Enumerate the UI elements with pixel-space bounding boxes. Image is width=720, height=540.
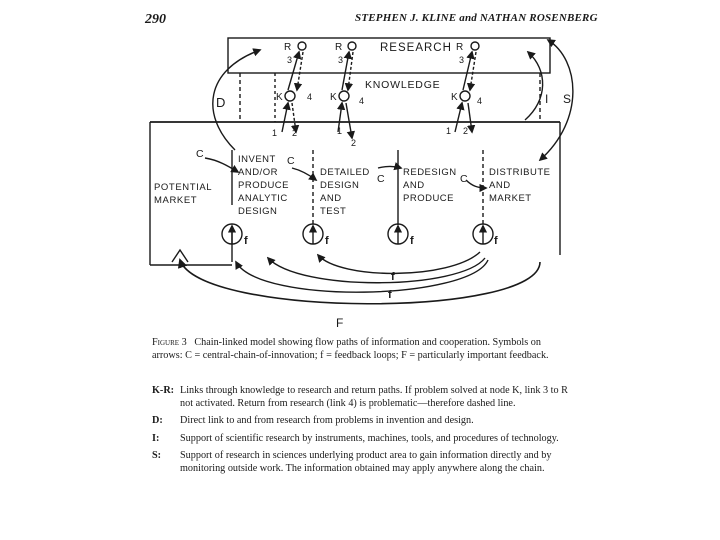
note-text: Links through knowledge to research and … xyxy=(180,385,568,409)
label-f-4: f xyxy=(494,235,498,247)
stage-3-line2: AND xyxy=(403,180,425,191)
label-f-6: f xyxy=(388,289,392,301)
knowledge-label: KNOWLEDGE xyxy=(365,79,440,91)
note-kr: K-R: Links through knowledge to research… xyxy=(152,385,572,410)
note-key: D: xyxy=(152,415,163,427)
svg-text:3: 3 xyxy=(287,55,292,65)
svg-text:1: 1 xyxy=(337,126,342,136)
note-text: Support of research in sciences underlyi… xyxy=(180,450,552,474)
svg-text:3: 3 xyxy=(459,55,464,65)
running-header-authors: STEPHEN J. KLINE and NATHAN ROSENBERG xyxy=(355,12,598,24)
label-f-1: f xyxy=(244,235,248,247)
stage-3-line1: REDESIGN xyxy=(403,167,457,178)
note-d: D: Direct link to and from research from… xyxy=(152,415,572,428)
feedback-arc-3 xyxy=(235,259,489,293)
stage-3-line3: PRODUCE xyxy=(403,193,454,204)
label-k-1: K xyxy=(276,92,283,103)
link-s-arc xyxy=(538,39,574,162)
svg-text:4: 4 xyxy=(359,96,364,106)
feedback-arc-2 xyxy=(266,256,486,284)
feedback-arc-1 xyxy=(316,251,481,275)
note-key: I: xyxy=(152,432,160,444)
svg-text:2: 2 xyxy=(463,126,468,136)
label-s: S xyxy=(563,92,571,106)
figure-notes: K-R: Links through knowledge to research… xyxy=(152,385,572,481)
stage-1-line4: ANALYTIC xyxy=(238,193,288,204)
label-d: D xyxy=(216,95,225,110)
figure-caption-text: Chain-linked model showing flow paths of… xyxy=(152,337,549,361)
note-text: Direct link to and from research from pr… xyxy=(180,415,474,427)
stage-2-line1: DETAILED xyxy=(320,167,370,178)
stage-1-line1: INVENT xyxy=(238,154,276,165)
node-k-2 xyxy=(338,90,350,102)
figure-caption: Figure 3 Chain-linked model showing flow… xyxy=(152,337,572,362)
figure-label: Figure 3 xyxy=(152,337,187,348)
chain-linked-model-diagram: RESEARCH KNOWLEDGE R R R 3 3 3 K K K 4 4… xyxy=(149,37,574,330)
note-s: S: Support of research in sciences under… xyxy=(152,450,572,475)
link-d-arc xyxy=(212,48,262,151)
node-k-3 xyxy=(459,90,471,102)
label-c-2: C xyxy=(287,155,295,167)
svg-text:4: 4 xyxy=(307,92,312,102)
note-key: K-R: xyxy=(152,385,175,396)
stage-2-line3: AND xyxy=(320,193,342,204)
potential-market-line1: POTENTIAL xyxy=(154,182,212,193)
svg-text:4: 4 xyxy=(477,96,482,106)
research-label: RESEARCH xyxy=(380,42,452,54)
label-r-1: R xyxy=(284,42,291,53)
note-text: Support of scientific research by instru… xyxy=(180,432,559,444)
stage-1-line2: AND/OR xyxy=(238,167,278,178)
label-f-2: f xyxy=(325,235,329,247)
label-f-5: f xyxy=(391,271,395,283)
label-big-F: F xyxy=(336,316,343,330)
svg-text:1: 1 xyxy=(272,128,277,138)
stage-4-line2: AND xyxy=(489,180,511,191)
svg-text:2: 2 xyxy=(351,138,356,148)
potential-market-line2: MARKET xyxy=(154,195,197,206)
stage-4-line1: DISTRIBUTE xyxy=(489,167,550,178)
label-i: I xyxy=(545,92,548,106)
stage-2-line2: DESIGN xyxy=(320,180,359,191)
label-r-3: R xyxy=(456,42,463,53)
note-i: I: Support of scientific research by ins… xyxy=(152,433,572,446)
svg-text:2: 2 xyxy=(292,128,297,138)
node-r-2 xyxy=(347,41,357,51)
node-r-1 xyxy=(297,41,307,51)
stage-2-line4: TEST xyxy=(320,206,346,217)
feedback-arc-F xyxy=(178,258,541,305)
stage-1-line5: DESIGN xyxy=(238,206,277,217)
svg-text:1: 1 xyxy=(446,126,451,136)
page-number: 290 xyxy=(145,12,166,27)
node-r-3 xyxy=(470,41,480,51)
label-f-3: f xyxy=(410,235,414,247)
stage-4-line3: MARKET xyxy=(489,193,532,204)
note-key: S: xyxy=(152,450,162,462)
stage-1-line3: PRODUCE xyxy=(238,180,289,191)
label-r-2: R xyxy=(335,42,342,53)
label-c-3: C xyxy=(377,173,385,185)
label-c-1: C xyxy=(196,148,204,160)
label-k-2: K xyxy=(330,92,337,103)
node-k-1 xyxy=(284,90,296,102)
label-c-4: C xyxy=(460,173,468,185)
label-k-3: K xyxy=(451,92,458,103)
svg-text:3: 3 xyxy=(338,55,343,65)
